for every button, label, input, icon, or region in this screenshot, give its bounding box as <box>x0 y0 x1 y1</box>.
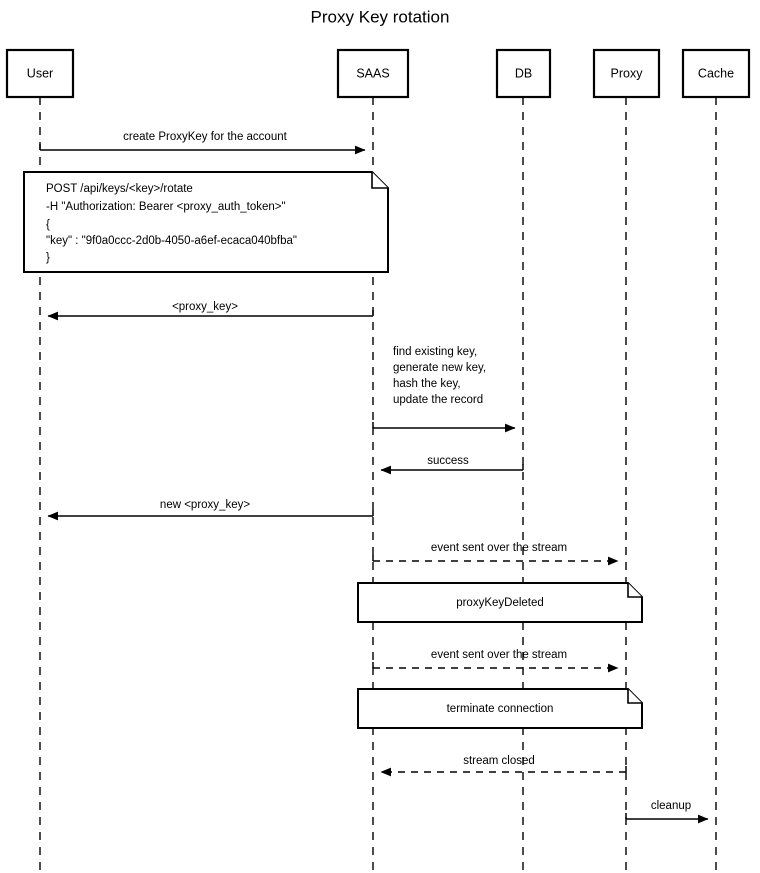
message-saas-to-db[interactable] <box>372 422 516 433</box>
message-event-stream-1[interactable]: event sent over the stream <box>372 542 619 566</box>
message-stream-closed[interactable]: stream closed <box>380 755 627 777</box>
actor-cache-label: Cache <box>698 66 734 80</box>
page-title: Proxy Key rotation <box>311 7 450 26</box>
note-line: -H "Authorization: Bearer <proxy_auth_to… <box>46 201 286 213</box>
message-new-proxy-key[interactable]: new <proxy_key> <box>47 499 374 521</box>
note-request: POST /api/keys/<key>/rotate -H "Authoriz… <box>23 171 389 273</box>
message-label: create ProxyKey for the account <box>123 131 287 143</box>
actor-db-label: DB <box>515 66 532 80</box>
free-text-line: find existing key, <box>393 346 477 358</box>
note-line: "key" : "9f0a0ccc-2d0b-4050-a6ef-ecaca04… <box>46 235 297 247</box>
actor-user[interactable]: User <box>5 48 75 99</box>
actor-cache[interactable]: Cache <box>681 48 751 99</box>
message-event-stream-2[interactable]: event sent over the stream <box>372 649 619 673</box>
message-label: cleanup <box>651 800 691 812</box>
actor-db[interactable]: DB <box>495 48 552 99</box>
note-line: proxyKeyDeleted <box>456 597 544 609</box>
free-text-line: hash the key, <box>393 378 461 390</box>
message-label: stream closed <box>463 755 535 767</box>
message-cleanup[interactable]: cleanup <box>625 800 709 824</box>
actor-proxy-label: Proxy <box>611 66 644 80</box>
note-line: { <box>46 219 50 231</box>
free-text-line: generate new key, <box>393 362 486 374</box>
actor-proxy[interactable]: Proxy <box>592 48 661 99</box>
actor-user-label: User <box>27 66 53 80</box>
note-proxy-key-deleted: proxyKeyDeleted <box>357 582 643 623</box>
message-proxy-key-response[interactable]: <proxy_key> <box>47 301 374 321</box>
actor-saas[interactable]: SAAS <box>336 48 410 99</box>
message-label: event sent over the stream <box>431 542 567 554</box>
message-label: new <proxy_key> <box>160 499 250 511</box>
message-success[interactable]: success <box>380 455 524 475</box>
message-create-proxykey[interactable]: create ProxyKey for the account <box>39 131 366 155</box>
note-line: POST /api/keys/<key>/rotate <box>46 183 193 195</box>
message-label: event sent over the stream <box>431 649 567 661</box>
message-label: <proxy_key> <box>172 301 238 313</box>
note-line: } <box>46 252 50 264</box>
free-text-line: update the record <box>393 394 483 406</box>
saas-internal-steps: find existing key, generate new key, has… <box>393 346 486 406</box>
note-terminate-connection: terminate connection <box>357 688 643 729</box>
note-line: terminate connection <box>447 703 554 715</box>
actor-saas-label: SAAS <box>356 66 389 80</box>
message-label: success <box>427 455 469 467</box>
